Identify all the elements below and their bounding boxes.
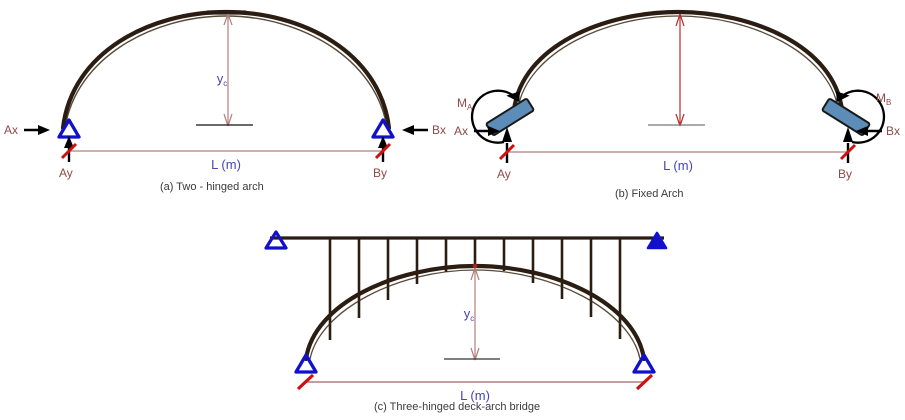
- rise-arrow-up: [675, 13, 685, 27]
- moment-mb-label: MB: [876, 91, 891, 107]
- span-label: L (m): [211, 157, 241, 172]
- arch-curve: [60, 9, 392, 131]
- support-left-pin-hinge: [294, 353, 318, 374]
- rise-arrow-down: [470, 347, 480, 361]
- panel-two-hinged-arch: yc Ax Ay: [0, 0, 452, 205]
- caption-panel-b: (b) Fixed Arch: [615, 188, 684, 200]
- reaction-ax-label: Ax: [4, 123, 18, 137]
- rise-arrow-down: [223, 113, 233, 127]
- moment-ma-arc: [470, 89, 520, 144]
- reaction-bx-label: Bx: [432, 123, 446, 137]
- reaction-ax-label: Ax: [454, 124, 468, 138]
- span-tick-right: [374, 142, 392, 160]
- caption-panel-c: (c) Three-hinged deck-arch bridge: [374, 401, 541, 413]
- arch-curve-inner: [517, 15, 839, 109]
- reaction-bx-arrow: [402, 125, 428, 135]
- rise-arrow-down: [675, 113, 685, 127]
- panel-fixed-arch: MA Ax Ay MB: [452, 0, 905, 212]
- reaction-bx-label: Bx: [886, 124, 900, 138]
- span-tick-left: [296, 373, 315, 391]
- span-tick-right: [635, 373, 654, 391]
- moment-ma-label: MA: [457, 96, 473, 112]
- deck-support-right-hinge: [646, 231, 668, 250]
- caption-panel-a: (a) Two - hinged arch: [160, 181, 264, 193]
- reaction-bx-arrow: [856, 126, 882, 136]
- reaction-ay-label: Ay: [59, 166, 73, 180]
- rise-label: yc: [217, 71, 228, 88]
- deck-support-left-hinge: [264, 230, 288, 250]
- reaction-ay-label: Ay: [497, 167, 511, 181]
- span-tick-right: [839, 143, 857, 161]
- reaction-by-label: By: [373, 166, 387, 180]
- arch-curve-inner: [64, 15, 388, 129]
- arch-curve: [511, 9, 845, 113]
- panel-three-hinged-deck-arch-bridge: yc L (m): [248, 212, 678, 420]
- support-right-pin-hinge: [632, 353, 656, 374]
- span-label: L (m): [460, 388, 490, 403]
- span-tick-left: [60, 142, 78, 160]
- reaction-ax-arrow: [474, 126, 500, 136]
- reaction-by-label: By: [838, 167, 852, 181]
- moment-mb-arc: [836, 89, 886, 144]
- rise-arrow-up: [470, 267, 480, 281]
- rise-label: yc: [464, 306, 475, 323]
- rise-arrow-up: [223, 13, 233, 26]
- crown-hinge-marker: [472, 263, 478, 269]
- span-tick-left: [498, 143, 516, 161]
- reaction-ax-arrow: [24, 125, 50, 135]
- span-label: L (m): [663, 158, 693, 173]
